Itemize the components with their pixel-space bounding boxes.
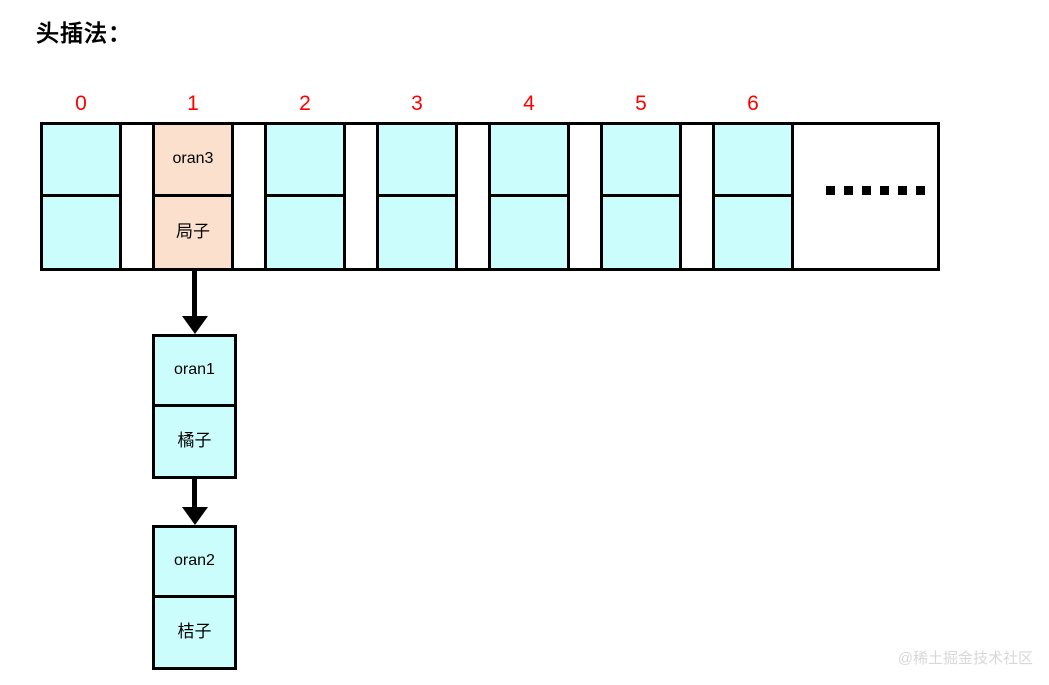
array-index-2: 2 [299, 92, 311, 115]
bucket-6-value [715, 197, 791, 269]
bucket-0-value [43, 197, 119, 269]
array-index-4: 4 [523, 92, 535, 115]
bucket-3-key [379, 125, 455, 197]
list-node-2[interactable]: oran2 桔子 [152, 525, 237, 670]
array-bucket-0[interactable] [40, 122, 122, 271]
watermark: @稀土掘金技术社区 [897, 650, 1033, 667]
node-1-value: 橘子 [177, 431, 212, 451]
bucket-4-value [491, 197, 567, 269]
bucket-5-value [603, 197, 679, 269]
bucket-2-key [267, 125, 343, 197]
bucket-1-value: 局子 [176, 222, 210, 242]
array-index-3: 3 [411, 92, 423, 115]
bucket-0-key [43, 125, 119, 197]
array-bucket-1[interactable]: oran3 局子 [152, 122, 234, 271]
bucket-4-key [491, 125, 567, 197]
bucket-6-key [715, 125, 791, 197]
node-1-key: oran1 [155, 337, 234, 407]
array-index-0: 0 [75, 92, 87, 115]
array-index-1: 1 [187, 92, 199, 115]
array-bucket-2[interactable] [264, 122, 346, 271]
array-bucket-6[interactable] [712, 122, 794, 271]
array-bucket-4[interactable] [488, 122, 570, 271]
bucket-5-key [603, 125, 679, 197]
ellipsis-dots-icon [826, 186, 925, 195]
array-bucket-3[interactable] [376, 122, 458, 271]
list-node-1[interactable]: oran1 橘子 [152, 334, 237, 479]
page-title: 头插法： [36, 20, 132, 46]
bucket-2-value [267, 197, 343, 269]
node-2-key: oran2 [155, 528, 234, 598]
array-index-5: 5 [635, 92, 647, 115]
array-bucket-5[interactable] [600, 122, 682, 271]
node-2-value: 桔子 [177, 622, 212, 642]
array-index-6: 6 [747, 92, 759, 115]
bucket-3-value [379, 197, 455, 269]
bucket-1-key: oran3 [155, 125, 231, 197]
